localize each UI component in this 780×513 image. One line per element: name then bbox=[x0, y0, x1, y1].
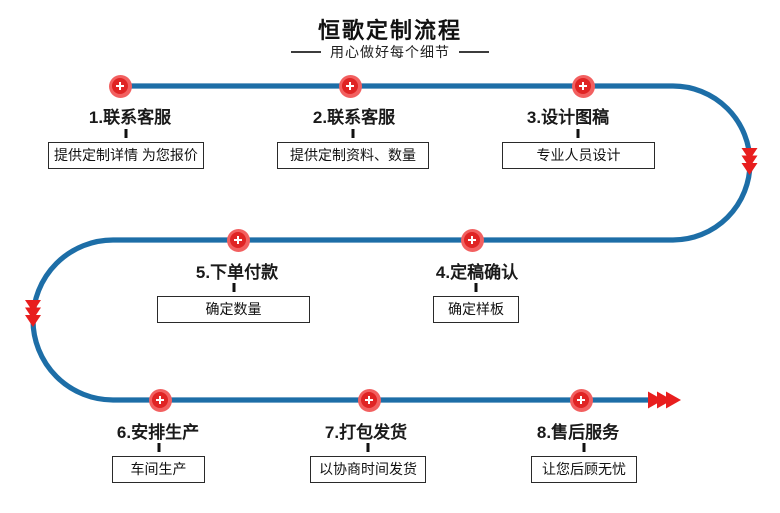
step-1-plus-marker-icon bbox=[108, 74, 132, 98]
chevron-down-icon bbox=[741, 148, 758, 175]
step-8-detail-box: 让您后顾无忧 bbox=[531, 456, 637, 483]
step-2-detail-box: 提供定制资料、数量 bbox=[277, 142, 429, 169]
subtitle-text: 用心做好每个细节 bbox=[330, 44, 450, 60]
step-7-detail-box: 以协商时间发货 bbox=[310, 456, 426, 483]
chevron-down-icon bbox=[25, 300, 41, 327]
page-title: 恒歌定制流程 bbox=[317, 18, 462, 43]
connector-tick bbox=[157, 443, 160, 452]
chevron-right-icon bbox=[648, 391, 681, 409]
step-3-detail-box: 专业人员设计 bbox=[502, 142, 655, 169]
step-1-detail-box: 提供定制详情 为您报价 bbox=[48, 142, 204, 169]
connector-tick bbox=[366, 443, 370, 452]
connector-tick bbox=[474, 283, 478, 292]
step-6-detail-box: 车间生产 bbox=[112, 456, 205, 483]
step-5-plus-marker-icon bbox=[226, 228, 250, 252]
connector-tick bbox=[232, 283, 235, 292]
step-7-label: 7.打包发货 bbox=[324, 423, 408, 442]
flow-line bbox=[30, 83, 753, 403]
step-4-label: 4.定稿确认 bbox=[435, 263, 519, 282]
connector-tick bbox=[582, 443, 586, 452]
step-6-label: 6.安排生产 bbox=[116, 423, 200, 442]
step-8-label: 8.售后服务 bbox=[536, 423, 620, 442]
step-6-plus-marker-icon bbox=[148, 388, 172, 412]
step-5-detail-box: 确定数量 bbox=[157, 296, 310, 323]
step-4-detail-box: 确定样板 bbox=[433, 296, 519, 323]
step-5-label: 5.下单付款 bbox=[195, 263, 279, 282]
dash-line bbox=[459, 51, 489, 54]
dash-line bbox=[291, 51, 321, 54]
connector-tick bbox=[124, 129, 128, 138]
step-1-label: 1.联系客服 bbox=[88, 108, 172, 127]
step-3-plus-marker-icon bbox=[571, 74, 595, 98]
step-8-plus-marker-icon bbox=[569, 388, 593, 412]
connector-tick bbox=[576, 129, 580, 138]
step-2-label: 2.联系客服 bbox=[312, 108, 396, 127]
step-4-plus-marker-icon bbox=[460, 228, 484, 252]
step-3-label: 3.设计图稿 bbox=[526, 108, 610, 127]
connector-tick bbox=[351, 129, 355, 138]
step-2-plus-marker-icon bbox=[338, 74, 362, 98]
page-subtitle: 用心做好每个细节 bbox=[0, 42, 780, 62]
step-7-plus-marker-icon bbox=[357, 388, 381, 412]
